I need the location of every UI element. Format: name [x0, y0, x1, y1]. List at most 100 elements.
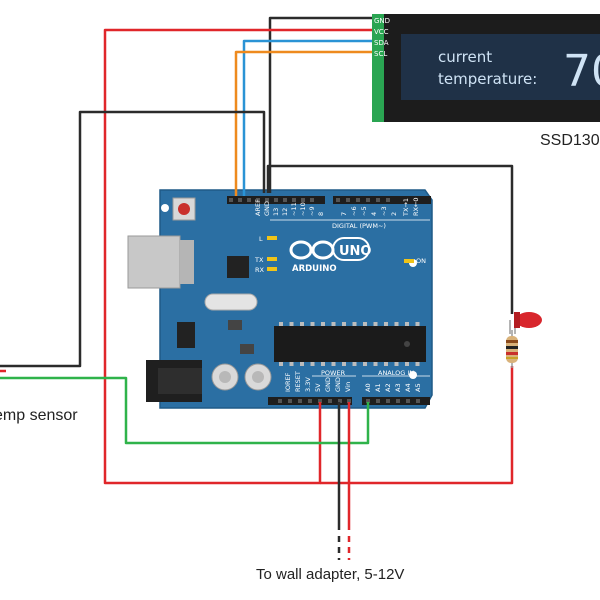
bottom-holes [278, 399, 420, 403]
digital-pin-label: 2 [390, 212, 398, 216]
header-hole[interactable] [406, 399, 410, 403]
led-on [404, 259, 414, 263]
power-pin-label: RESET [294, 371, 302, 392]
chip-leg [310, 362, 315, 366]
reset-button-cap[interactable] [178, 203, 190, 215]
chip-leg [289, 322, 294, 326]
digital-pin-label: AREF [254, 199, 262, 216]
header-hole[interactable] [301, 198, 305, 202]
oled-value: 70 [563, 46, 600, 97]
resistor-band [506, 346, 518, 349]
header-hole[interactable] [366, 399, 370, 403]
digital-pin-label: 13 [272, 208, 280, 216]
oled-label: SSD130 [540, 132, 600, 149]
chip-leg [300, 362, 304, 366]
header-hole[interactable] [376, 198, 380, 202]
digital-pin-label: 4 [370, 212, 378, 216]
chip-leg [352, 322, 357, 326]
smd-part [228, 320, 242, 330]
header-hole[interactable] [298, 399, 302, 403]
header-hole[interactable] [308, 399, 312, 403]
wire-oled-sda [242, 39, 372, 196]
digital-label: DIGITAL (PWM~) [332, 222, 386, 230]
digital-pin-label: ~10 [299, 202, 307, 216]
chip-leg [331, 322, 336, 326]
chip-leg [310, 322, 315, 326]
brand-name: ARDUINO [292, 264, 337, 274]
power-adapter-label: To wall adapter, 5-12V [256, 566, 404, 583]
usb-chip [227, 256, 249, 278]
oled-line2: temperature: [438, 70, 537, 88]
logo-loop [289, 240, 313, 260]
header-hole[interactable] [376, 399, 380, 403]
oled-module: current temperature: 70 GND VCC SDA SCL [372, 14, 600, 122]
chip-leg [373, 362, 378, 366]
header-hole[interactable] [238, 198, 242, 202]
header-hole[interactable] [229, 198, 233, 202]
header-hole[interactable] [366, 198, 370, 202]
chip-leg [394, 362, 399, 366]
logo-uno-frame [332, 237, 370, 261]
header-hole[interactable] [336, 198, 340, 202]
usb-port-body [180, 240, 194, 284]
digital-pin-label: RX←0 [412, 197, 420, 216]
analog-pin-label: A3 [394, 383, 402, 392]
power-pin-label: GND [334, 377, 342, 392]
led-tx [267, 257, 277, 261]
chip-leg [415, 322, 420, 326]
header-hole[interactable] [247, 198, 251, 202]
chip-notch [404, 341, 410, 347]
header-hole[interactable] [386, 399, 390, 403]
header-hole[interactable] [346, 198, 350, 202]
header-hole[interactable] [338, 399, 342, 403]
header-hole[interactable] [386, 198, 390, 202]
chip-leg [384, 322, 388, 326]
label-on: ON [416, 257, 426, 265]
header-hole[interactable] [288, 399, 292, 403]
header-hole[interactable] [265, 198, 269, 202]
chip-leg [373, 322, 378, 326]
power-pin-label: 3.3V [304, 377, 312, 392]
digital-pin-label: ~5 [360, 206, 368, 216]
header-hole[interactable] [356, 198, 360, 202]
oled-pin-gnd: GND [374, 17, 390, 25]
header-hole[interactable] [256, 198, 260, 202]
header-hole[interactable] [328, 399, 332, 403]
header-hole[interactable] [347, 399, 351, 403]
chip-leg [279, 322, 283, 326]
chip-leg [321, 322, 325, 326]
led-component [509, 312, 542, 334]
label-l: L [259, 235, 263, 243]
model-name: UNO [339, 244, 372, 259]
header-hole[interactable] [283, 198, 287, 202]
arduino-logo: UNO ARDUINO [289, 237, 372, 274]
header-hole[interactable] [278, 399, 282, 403]
wire-sensor-gnd [0, 110, 266, 368]
power-pin-label: Vin [344, 382, 352, 392]
chip-leg [405, 322, 409, 326]
chip-leg [321, 362, 325, 366]
resistor-band [506, 352, 518, 355]
header-hole[interactable] [292, 198, 296, 202]
header-hole[interactable] [318, 399, 322, 403]
analog-label: ANALOG IN [378, 369, 414, 377]
oled-pin-scl: SCL [374, 50, 387, 58]
digital-header-right [333, 196, 431, 204]
led-body [516, 312, 542, 328]
header-hole[interactable] [416, 399, 420, 403]
led-l [267, 236, 277, 240]
resistor-band [506, 357, 518, 359]
header-hole[interactable] [396, 399, 400, 403]
chip-leg [342, 362, 346, 366]
header-hole[interactable] [310, 198, 314, 202]
capacitor-top [219, 371, 231, 383]
resistor [506, 330, 518, 368]
power-pin-label: 5V [314, 383, 322, 392]
crystal [204, 293, 258, 311]
chip-leg [415, 362, 420, 366]
header-hole[interactable] [274, 198, 278, 202]
usb-port [127, 235, 181, 289]
label-tx: TX [254, 256, 264, 264]
